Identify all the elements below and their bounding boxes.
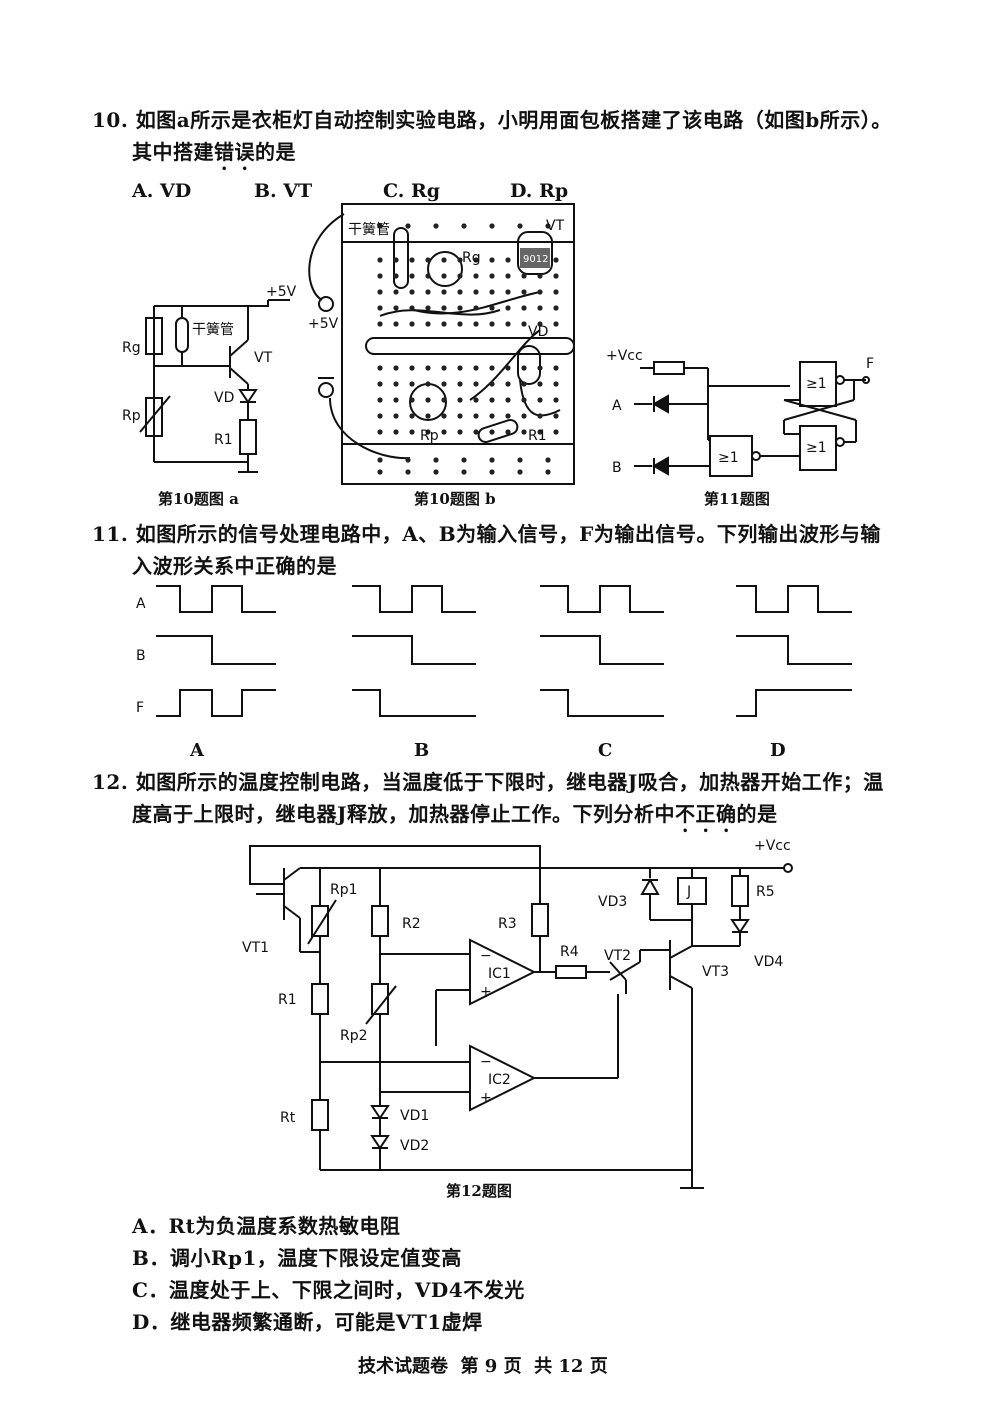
label-vcc: +Vcc	[606, 348, 643, 364]
q10-number: 10.	[92, 108, 129, 132]
q10-option-c: C. Rg	[383, 180, 441, 202]
chip-label: 9012	[523, 254, 548, 265]
page-footer: 技术试题卷 第 9 页 共 12 页	[358, 1356, 608, 1377]
label-rp2: Rp2	[340, 1028, 368, 1044]
q11-stem-line1: 如图所示的信号处理电路中，A、B为输入信号，F为输出信号。下列输出波形与输	[135, 522, 881, 546]
label-vd3: VD3	[598, 894, 627, 910]
q12-option-c: C．温度处于上、下限之间时，VD4不发光	[132, 1278, 525, 1302]
label-vcc: +Vcc	[754, 838, 791, 854]
label-minus-2: −	[480, 1054, 492, 1070]
label-j: J	[686, 884, 691, 900]
wave-a-opt-b	[352, 585, 476, 613]
wave-option-a: A	[189, 740, 205, 761]
label-vt1: VT1	[242, 940, 269, 956]
label-r3: R3	[498, 916, 517, 932]
gate-label-3: ≥1	[718, 450, 739, 466]
label-minus-1: −	[480, 948, 492, 964]
label-plus-2: +	[480, 1090, 492, 1106]
wave-label-f: F	[136, 700, 144, 716]
bb-label-5v: +5V	[308, 316, 339, 332]
wave-f-opt-a	[156, 689, 276, 717]
wave-option-c: C	[598, 740, 612, 761]
q12-stem: 12. 如图所示的温度控制电路，当温度低于下限时，继电器J吸合，加热器开始工作；…	[92, 766, 884, 798]
q10-fig-a-caption: 第10题图 a	[158, 490, 239, 508]
label-rp1: Rp1	[330, 882, 358, 898]
q12-option-d: D．继电器频繁通断，可能是VT1虚焊	[132, 1310, 483, 1334]
wave-f-opt-b	[352, 689, 476, 717]
wave-b-opt-d	[736, 635, 852, 665]
label-f: F	[866, 356, 874, 372]
q10-stem: 10. 如图a所示是衣柜灯自动控制实验电路，小明用面包板搭建了该电路（如图b所示…	[92, 104, 892, 136]
q11-stem: 11. 如图所示的信号处理电路中，A、B为输入信号，F为输出信号。下列输出波形与…	[92, 518, 881, 550]
bb-label-vd: VD	[528, 324, 548, 340]
q11-stem-line2: 入波形关系中正确的是	[132, 554, 337, 578]
bb-label-r1: R1	[528, 428, 547, 444]
label-vd2: VD2	[400, 1138, 429, 1154]
label-r4: R4	[560, 944, 579, 960]
bb-label-rp: Rp	[420, 428, 439, 444]
q10-option-b: B. VT	[254, 180, 313, 202]
q10-stem-line2: 其中搭建错误的是	[132, 140, 296, 164]
q12-option-b: B．调小Rp1，温度下限设定值变高	[132, 1246, 462, 1270]
wave-label-a: A	[136, 596, 146, 612]
wave-b-opt-c	[540, 635, 664, 665]
wave-label-b: B	[136, 648, 146, 664]
wave-a-opt-c	[540, 585, 664, 613]
q10-stem-line1: 如图a所示是衣柜灯自动控制实验电路，小明用面包板搭建了该电路（如图b所示）。	[135, 108, 892, 132]
label-vd4: VD4	[754, 954, 783, 970]
label-rt: Rt	[280, 1110, 296, 1126]
label-ic1: IC1	[488, 966, 511, 982]
label-vd: VD	[214, 390, 234, 406]
label-plus-1: +	[480, 984, 492, 1000]
label-vt2: VT2	[604, 948, 631, 964]
label-r1: R1	[278, 992, 297, 1008]
q12-stem-line2: 度高于上限时，继电器J释放，加热器停止工作。下列分析中不正确的是	[132, 802, 778, 826]
bb-label-vt: VT	[546, 218, 565, 234]
bb-label-rg: Rg	[462, 250, 481, 266]
label-reed: 干簧管	[192, 322, 234, 338]
wave-a-opt-d	[736, 585, 852, 613]
wave-option-d: D	[770, 740, 786, 761]
label-5v: +5V	[266, 284, 297, 300]
gate-label-1: ≥1	[806, 376, 827, 392]
q11-number: 11.	[92, 522, 129, 546]
q12-number: 12.	[92, 770, 129, 794]
emphasis-text: 错误	[214, 140, 255, 164]
label-b: B	[612, 460, 622, 476]
label-r2: R2	[402, 916, 421, 932]
wave-option-b: B	[414, 740, 429, 761]
wave-b-opt-a	[156, 635, 276, 665]
label-rp: Rp	[122, 408, 141, 424]
q10-option-d: D. Rp	[510, 180, 569, 202]
wave-b-opt-b	[352, 635, 476, 665]
wave-a-opt-a	[156, 585, 276, 613]
wave-f-opt-d	[736, 689, 852, 717]
label-vt: VT	[254, 350, 273, 366]
label-r5: R5	[756, 884, 775, 900]
label-a: A	[612, 398, 622, 414]
gate-label-2: ≥1	[806, 440, 827, 456]
q10-option-a: A. VD	[132, 180, 192, 202]
wave-f-opt-c	[540, 689, 664, 717]
label-r1: R1	[214, 432, 233, 448]
q12-stem-line1: 如图所示的温度控制电路，当温度低于下限时，继电器J吸合，加热器开始工作；温	[135, 770, 884, 794]
q11-fig-caption: 第11题图	[704, 490, 770, 508]
label-vt3: VT3	[702, 964, 729, 980]
label-vd1: VD1	[400, 1108, 429, 1124]
label-rg: Rg	[122, 340, 141, 356]
q12-fig-caption: 第12题图	[446, 1182, 512, 1200]
emphasis-text: 不正确	[674, 802, 737, 826]
bb-label-reed: 干簧管	[348, 222, 390, 238]
q10-fig-b-caption: 第10题图 b	[414, 490, 496, 508]
q12-option-a: A．Rt为负温度系数热敏电阻	[132, 1214, 401, 1238]
label-ic2: IC2	[488, 1072, 511, 1088]
